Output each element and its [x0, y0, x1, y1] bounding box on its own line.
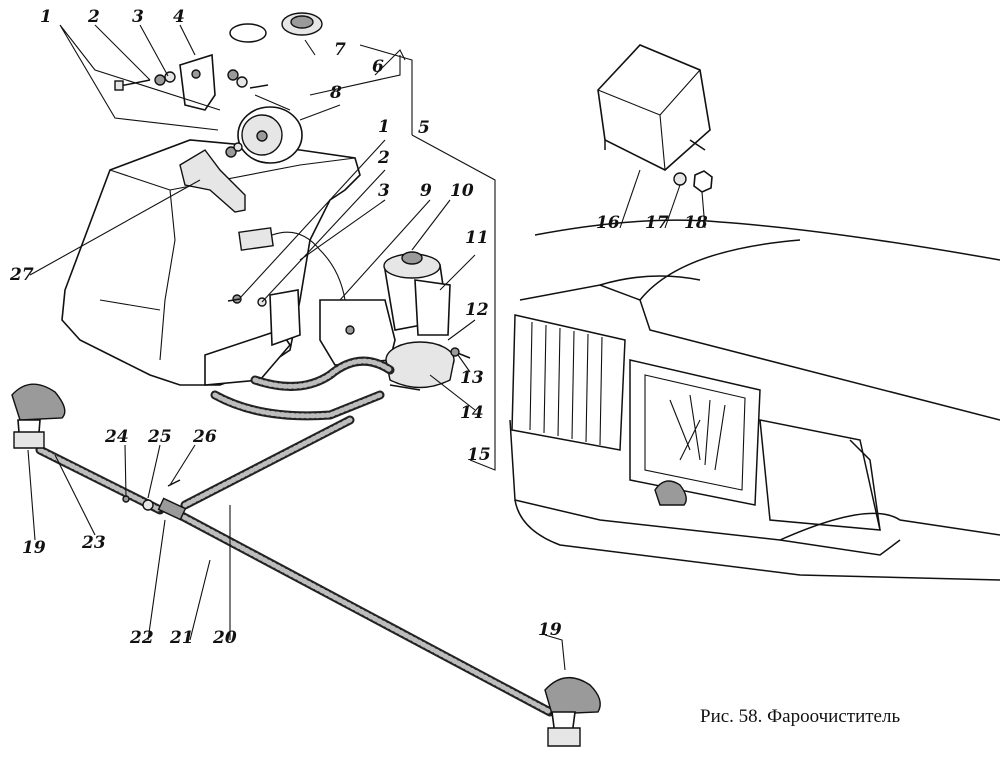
car-front-view	[509, 219, 1000, 581]
callout-26: 26	[192, 427, 217, 447]
hose-to-left-nozzle	[35, 445, 165, 515]
callout-2: 2	[87, 7, 100, 27]
callout-14: 14	[460, 403, 484, 423]
callout-27: 27	[9, 265, 34, 285]
callout-10: 10	[450, 181, 474, 201]
callout-13: 13	[460, 368, 484, 388]
callout-1-lower: 1	[378, 117, 390, 137]
bolt-washer-set-upper	[114, 69, 269, 158]
reservoir-cap	[237, 94, 303, 164]
washer-reservoir	[61, 139, 361, 386]
callout-7: 7	[334, 40, 346, 60]
callout-3: 3	[132, 7, 144, 27]
wire-connector	[238, 227, 346, 301]
callout-2-lower: 2	[377, 148, 390, 168]
callout-18: 18	[684, 213, 708, 233]
callout-17: 17	[645, 213, 669, 233]
callout-19-left: 19	[22, 538, 46, 558]
callout-19-right: 19	[538, 620, 562, 640]
headlight-nozzle-installed	[654, 480, 687, 506]
pump-housing	[385, 341, 455, 391]
callout-20: 20	[212, 628, 237, 648]
callout-4: 4	[173, 7, 185, 27]
nozzle-left	[11, 383, 66, 449]
figure-caption: Рис. 58. Фароочиститель	[700, 706, 900, 727]
headlight	[629, 359, 761, 506]
callout-6: 6	[372, 57, 384, 77]
callout-5: 5	[418, 118, 430, 138]
nozzle-right	[544, 677, 601, 747]
leader-lines	[27, 24, 706, 671]
radiator-grille	[511, 314, 626, 451]
pump-screw	[450, 347, 471, 359]
callout-8: 8	[329, 83, 342, 103]
callout-11: 11	[465, 228, 489, 248]
callout-16: 16	[596, 213, 620, 233]
callout-15: 15	[467, 445, 491, 465]
callout-1: 1	[40, 7, 52, 27]
callout-numbers: 1 2 3 4 5 6 7 8 1 2 3 9 10 11 12 13 14 1…	[9, 7, 708, 648]
hose-to-tee	[180, 415, 355, 510]
motor-bracket	[319, 279, 451, 366]
hose-to-right-nozzle	[175, 510, 555, 717]
callout-23: 23	[81, 533, 106, 553]
hose-from-reservoir	[250, 356, 395, 391]
callout-9: 9	[420, 181, 432, 201]
callout-12: 12	[465, 300, 489, 320]
callout-21: 21	[169, 628, 194, 648]
callout-24: 24	[104, 427, 129, 447]
callout-3-lower: 3	[378, 181, 390, 201]
mounting-bracket-lower	[204, 289, 301, 386]
callout-22: 22	[129, 628, 154, 648]
pump-outlet-hose	[210, 390, 385, 421]
relay-nut-and-washer	[673, 170, 713, 193]
relay-box	[597, 44, 711, 171]
mounting-bracket-upper	[179, 53, 216, 111]
callout-25: 25	[147, 427, 172, 447]
cap-gasket	[229, 12, 323, 43]
